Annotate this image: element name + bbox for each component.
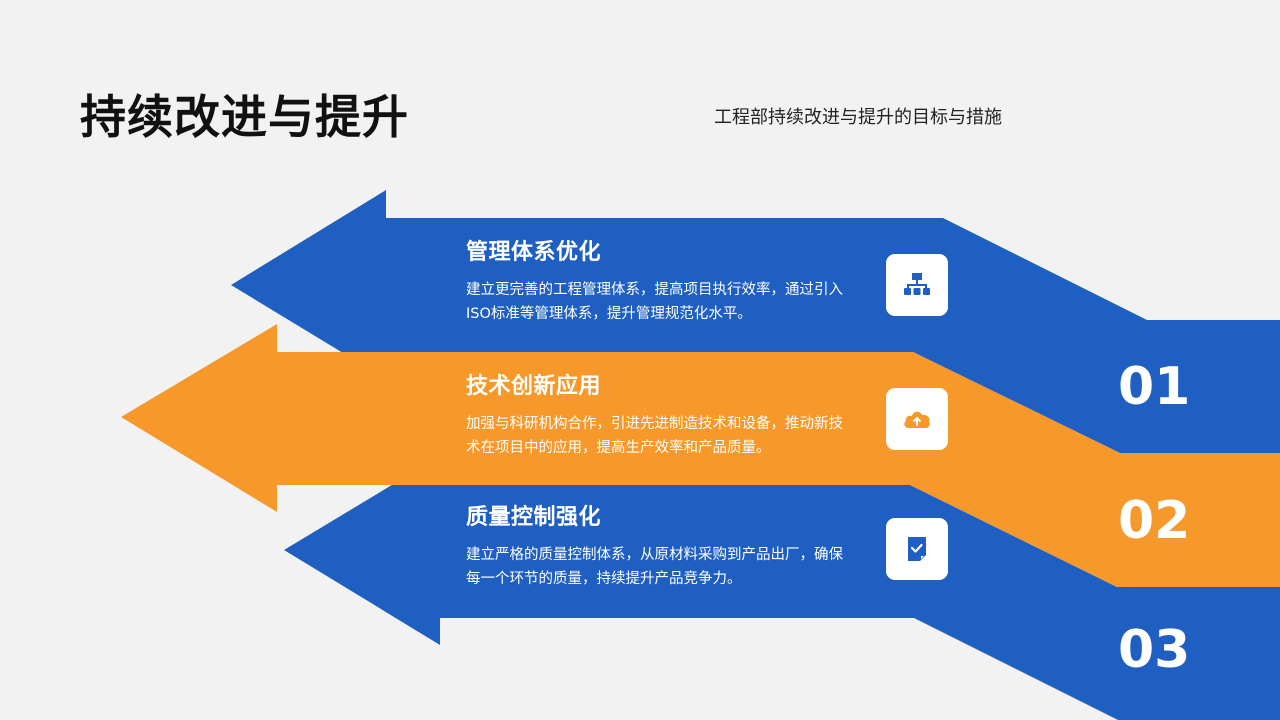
item-title: 技术创新应用	[466, 374, 602, 399]
item-management-system: 管理体系优化 建立更完善的工程管理体系，提高项目执行效率，通过引入ISO标准等管…	[466, 238, 866, 326]
document-check-icon	[908, 537, 926, 561]
item-2-icon-box	[886, 388, 948, 450]
item-description: 建立更完善的工程管理体系，提高项目执行效率，通过引入ISO标准等管理体系，提升管…	[466, 282, 843, 322]
item-3-icon-box	[886, 518, 948, 580]
item-2-number: 02	[1118, 491, 1191, 551]
arrow-3-shape	[284, 456, 1280, 720]
item-1-number: 01	[1118, 357, 1191, 417]
cloud-upload-icon	[904, 411, 930, 428]
item-3-number: 03	[1118, 620, 1191, 680]
arrow-1-shape	[231, 190, 1280, 453]
item-description: 加强与科研机构合作，引进先进制造技术和设备，推动新技术在项目中的应用，提高生产效…	[466, 416, 843, 456]
item-title: 质量控制强化	[466, 505, 602, 530]
item-title: 管理体系优化	[466, 240, 602, 265]
item-description: 建立严格的质量控制体系，从原材料采购到产品出厂，确保每一个环节的质量，持续提升产…	[466, 547, 843, 587]
org-chart-icon	[904, 273, 930, 295]
arrow-2-shape	[121, 324, 1280, 587]
item-quality-control: 质量控制强化 建立严格的质量控制体系，从原材料采购到产品出厂，确保每一个环节的质…	[466, 503, 866, 591]
item-tech-innovation: 技术创新应用 加强与科研机构合作，引进先进制造技术和设备，推动新技术在项目中的应…	[466, 372, 866, 460]
page-title: 持续改进与提升	[80, 90, 409, 144]
item-1-icon-box	[886, 254, 948, 316]
page-subtitle: 工程部持续改进与提升的目标与措施	[714, 107, 1002, 128]
